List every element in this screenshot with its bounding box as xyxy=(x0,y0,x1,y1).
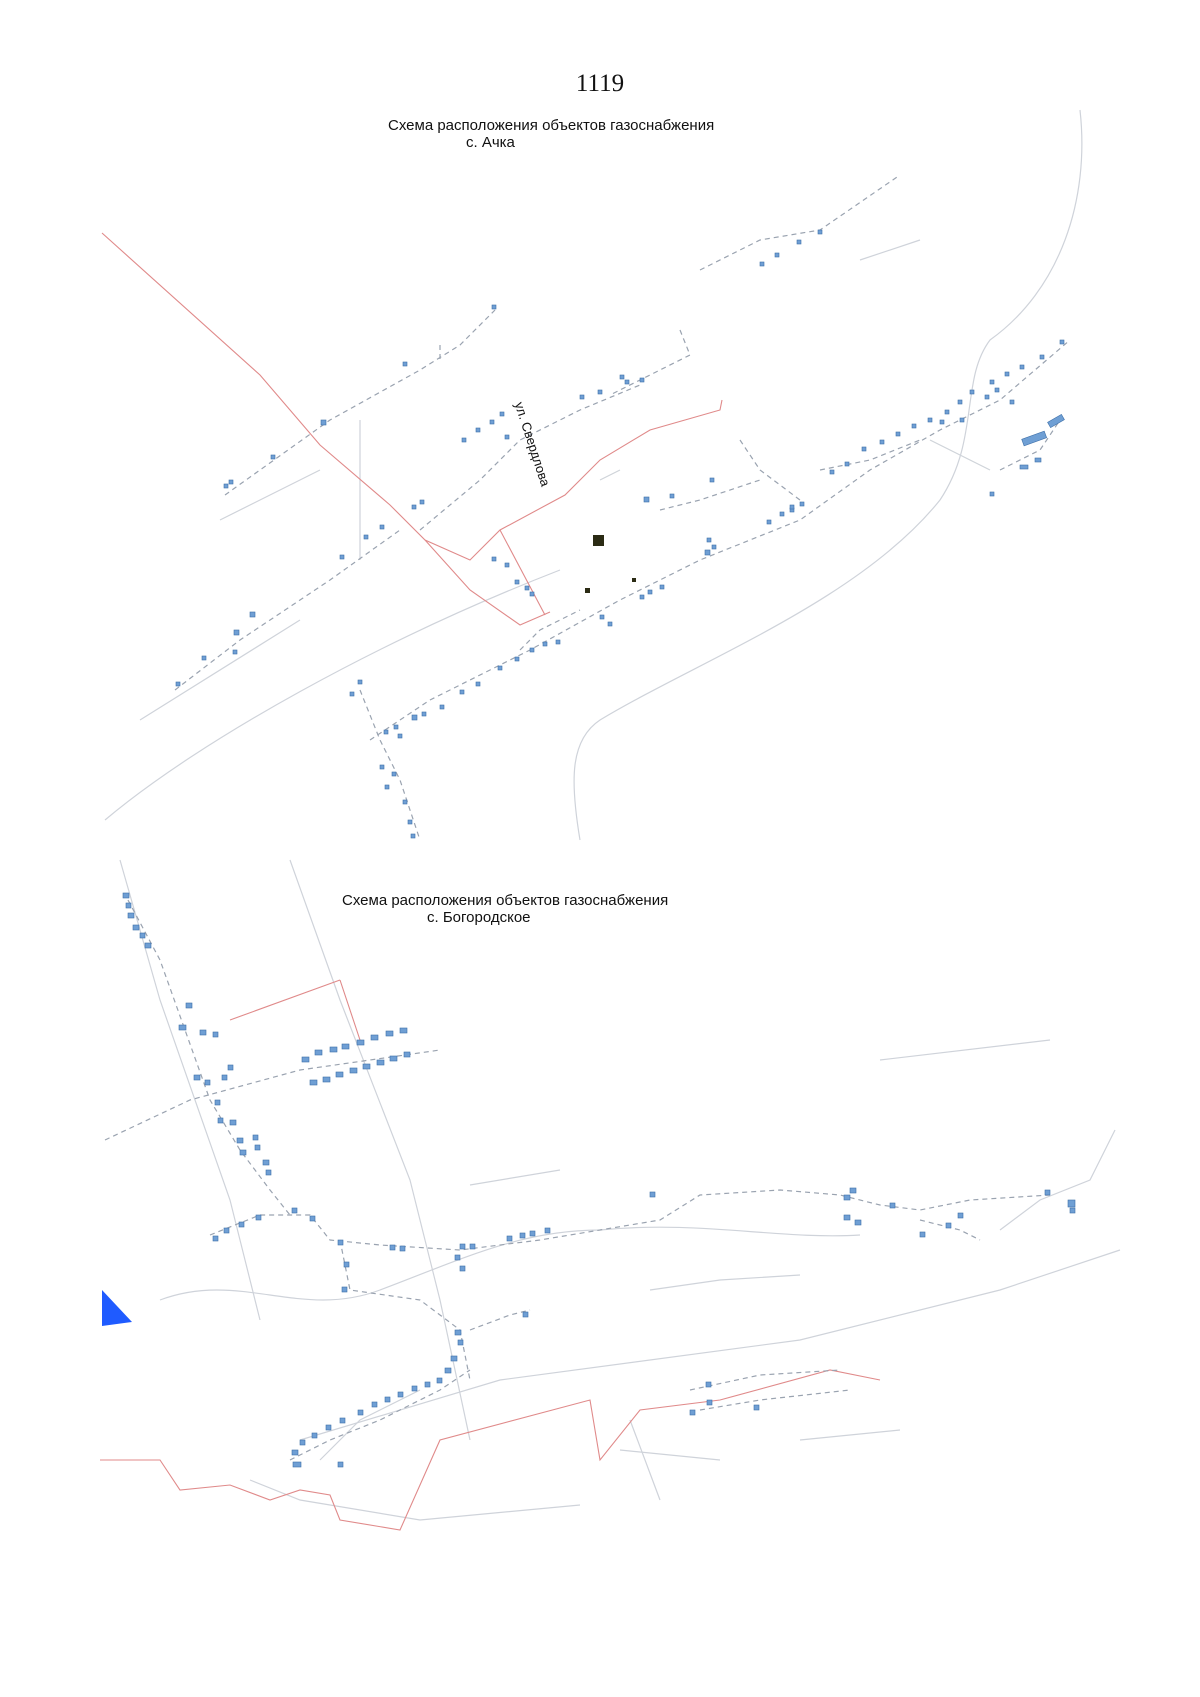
village-name: с. Ачка xyxy=(466,134,515,151)
map-title-line: Схема расположения объектов газоснабжени… xyxy=(342,892,669,909)
buildings xyxy=(175,229,1065,839)
map-achka xyxy=(101,109,1083,841)
direction-marker xyxy=(102,1290,132,1326)
gas-pipelines xyxy=(104,899,1051,1461)
dark-object xyxy=(593,535,604,546)
special-objects xyxy=(585,535,636,593)
buildings xyxy=(122,892,1076,1468)
administrative-boundary xyxy=(101,232,723,626)
map-bogorodskoe xyxy=(100,859,1121,1531)
page-number: 1119 xyxy=(575,70,625,97)
roads xyxy=(119,859,1121,1521)
map-title-achka: Схема расположения объектов газоснабжени… xyxy=(388,117,714,151)
dark-object xyxy=(585,588,590,593)
gas-pipelines xyxy=(174,174,1071,841)
roads xyxy=(104,109,1083,841)
map-title-bogorodskoe: Схема расположения объектов газоснабжени… xyxy=(342,892,668,926)
village-name: с. Богородское xyxy=(427,909,531,926)
administrative-boundary xyxy=(100,979,881,1531)
dark-object xyxy=(632,578,636,582)
map-title-line: Схема расположения объектов газоснабжени… xyxy=(388,117,715,134)
